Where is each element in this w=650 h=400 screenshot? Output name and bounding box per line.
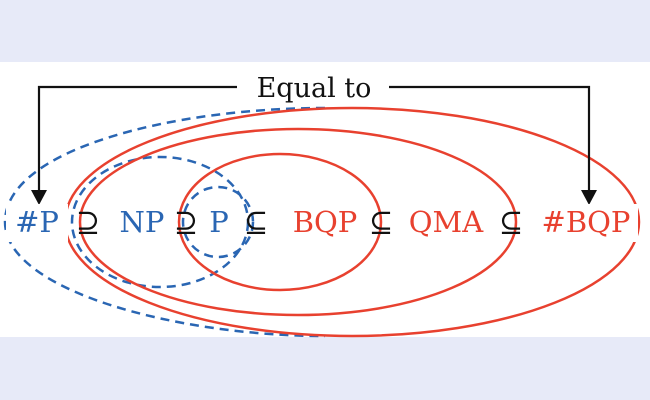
class-np: NP	[120, 205, 165, 239]
arrow-left-connector	[37, 85, 237, 196]
np-dashed-ellipse	[70, 155, 250, 289]
relation-subset-1: ⊆	[244, 205, 268, 239]
sharp-bqp-label-background	[534, 204, 638, 242]
label-background	[238, 70, 388, 104]
qma-ellipse	[78, 127, 518, 317]
arrow-right-connector	[389, 85, 591, 196]
class-sharp-bqp: #BQP	[542, 205, 631, 239]
sharp-p-dashed-boundary	[3, 106, 326, 338]
class-sharp-p: #P	[15, 205, 59, 239]
relation-subset-3: ⊆	[499, 205, 523, 239]
relation-superset-1: ⊇	[76, 205, 100, 239]
class-bqp: BQP	[293, 205, 358, 239]
bqp-ellipse	[177, 152, 383, 292]
sharp-p-label-background	[6, 204, 68, 242]
arrow-left-head	[31, 190, 47, 205]
arrow-right-head	[581, 190, 597, 205]
relation-subset-2: ⊆	[369, 205, 393, 239]
p-dashed-ellipse	[181, 185, 255, 259]
class-p: P	[209, 205, 229, 239]
equal-to-label: Equal to	[257, 73, 372, 104]
class-qma: QMA	[409, 205, 484, 239]
relation-superset-2: ⊇	[174, 205, 198, 239]
